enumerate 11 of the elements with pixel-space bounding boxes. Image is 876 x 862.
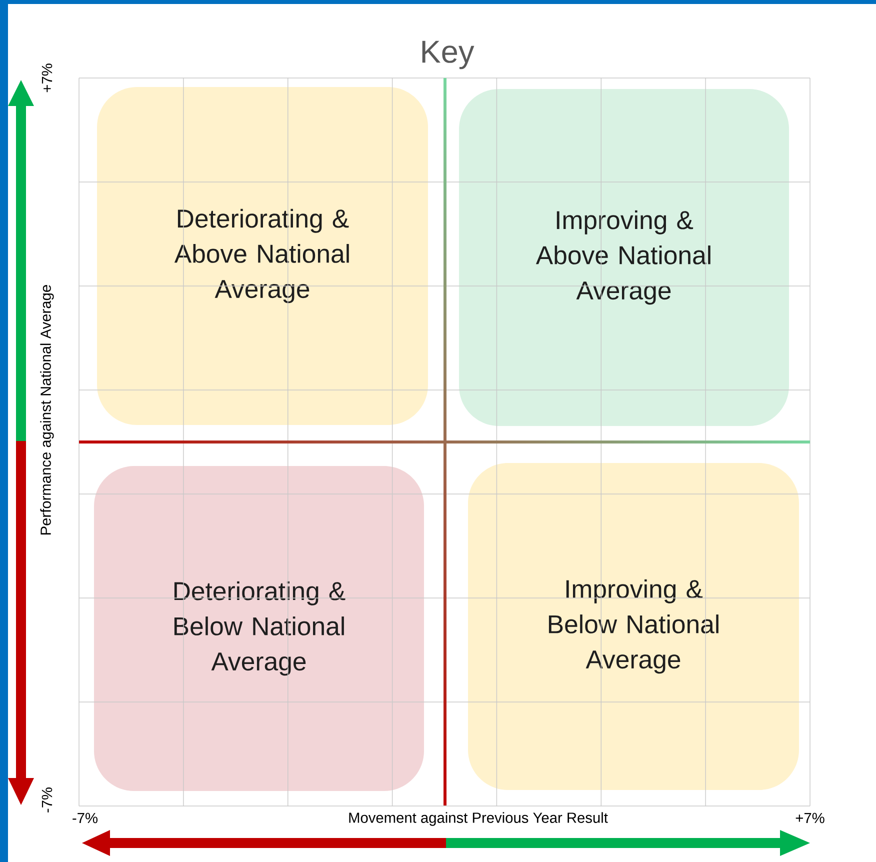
quadrant-box: Improving & Below National Average	[468, 463, 799, 790]
tick-label: -7%	[72, 812, 98, 824]
quadrant-box: Deteriorating & Below National Average	[94, 466, 424, 791]
tick-label: -7%	[42, 788, 52, 812]
axis-label: Performance against National Average	[40, 285, 54, 534]
tick-label: +7%	[42, 64, 52, 92]
axis-label: Movement against Previous Year Result	[349, 812, 608, 826]
title: Key	[422, 40, 474, 70]
tick-label: +7%	[796, 812, 824, 824]
quadrant-box: Deteriorating & Above National Average	[97, 87, 428, 425]
quadrant-box: Improving & Above National Average	[459, 89, 789, 426]
